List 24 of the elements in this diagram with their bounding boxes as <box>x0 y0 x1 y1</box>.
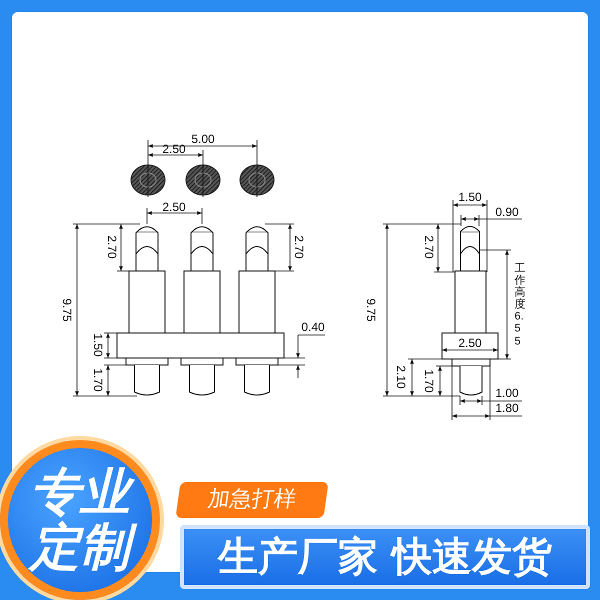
dimension-label: 1.80 <box>495 402 519 414</box>
dimension-label: 0.40 <box>301 321 325 333</box>
slogan-text: 专业定制 <box>25 465 135 575</box>
slogan-text: 加急打样 <box>206 488 298 512</box>
dimension-label: 2.10 <box>395 365 407 389</box>
tag-banner <box>175 482 329 518</box>
dimension-label: 1.70 <box>423 369 435 393</box>
dimension-label: 2.70 <box>106 235 118 259</box>
dimension-label: 2.50 <box>162 201 186 213</box>
dimension-label: 1.00 <box>495 387 519 399</box>
dimension-label: 1.70 <box>92 368 104 392</box>
dimension-label: 1.50 <box>92 333 104 357</box>
slogan-text: 生产厂家 快速发货 <box>218 535 552 579</box>
dimension-label: 2.70 <box>293 235 305 259</box>
dimension-label: 9.75 <box>365 298 377 322</box>
dimension-label: 1.50 <box>458 191 482 203</box>
dimension-label: 2.50 <box>162 143 186 155</box>
dimension-label: 2.70 <box>423 235 435 259</box>
slogan-banner <box>180 525 590 589</box>
dimension-label: 9.75 <box>61 298 73 322</box>
dimension-label: 工作高度6.55 <box>514 262 526 348</box>
dimension-label: 0.90 <box>495 206 519 218</box>
dimension-label: 5.00 <box>191 133 215 145</box>
dimension-label: 2.50 <box>458 337 482 349</box>
